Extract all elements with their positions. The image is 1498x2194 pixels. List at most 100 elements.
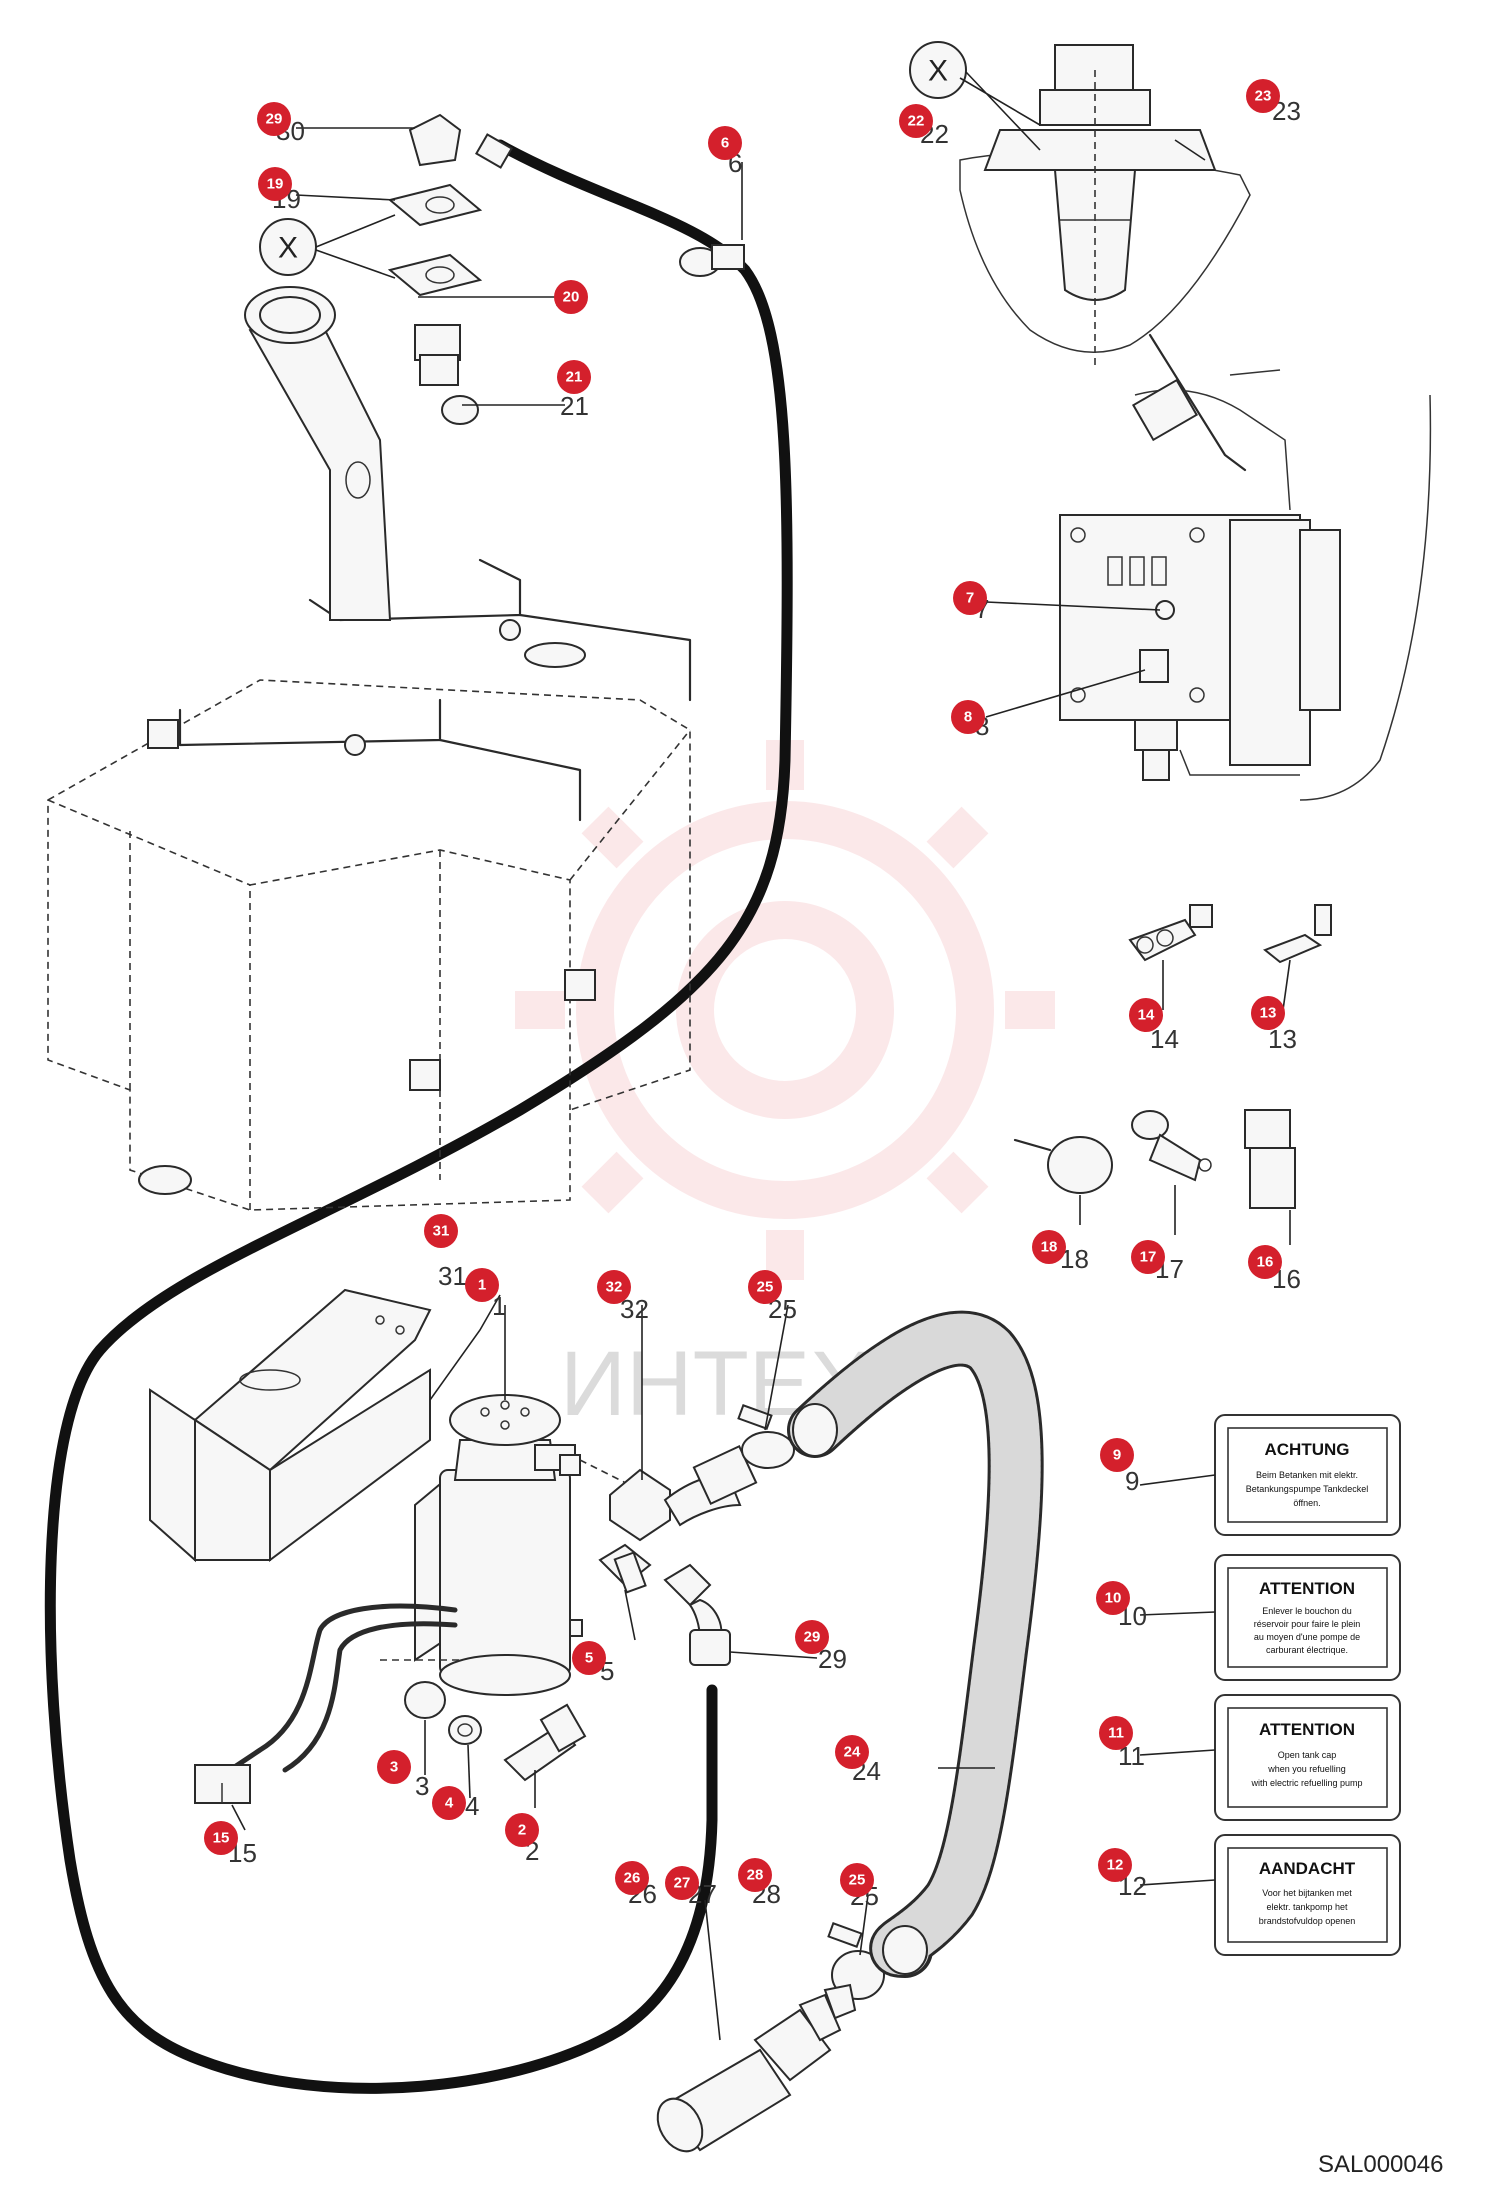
callout-32[interactable]: 32 <box>597 1270 631 1304</box>
suction-strainer <box>656 1983 857 2153</box>
svg-text:22: 22 <box>908 113 925 130</box>
warning-label-11: ATTENTION Open tank cap when you refuell… <box>1214 1694 1401 1821</box>
callout-8[interactable]: 8 <box>951 700 985 734</box>
callout-22[interactable]: 22 <box>899 104 933 138</box>
svg-text:28: 28 <box>747 1867 764 1884</box>
warning-label-9-line-1: Beim Betanken mit elektr. <box>1256 1470 1358 1480</box>
svg-text:29: 29 <box>266 111 283 128</box>
svg-text:3: 3 <box>390 1759 398 1776</box>
callout-9[interactable]: 9 <box>1100 1438 1134 1472</box>
callout-6[interactable]: 6 <box>708 126 742 160</box>
callout-18[interactable]: 18 <box>1032 1230 1066 1264</box>
leader-lines <box>231 127 1291 2041</box>
svg-text:32: 32 <box>606 1279 623 1296</box>
svg-text:19: 19 <box>267 176 284 193</box>
callout-11[interactable]: 11 <box>1099 1716 1133 1750</box>
callout-23[interactable]: 23 <box>1246 79 1280 113</box>
svg-text:6: 6 <box>721 135 729 152</box>
warning-label-10: ATTENTION Enlever le bouchon du réservoi… <box>1214 1554 1401 1681</box>
callout-2[interactable]: 2 <box>505 1813 539 1847</box>
fitting-stack <box>387 113 513 425</box>
callout-19[interactable]: 19 <box>258 167 292 201</box>
callout-13[interactable]: 13 <box>1251 996 1285 1030</box>
svg-text:2: 2 <box>518 1822 526 1839</box>
svg-text:26: 26 <box>624 1870 641 1887</box>
svg-text:20: 20 <box>563 289 580 306</box>
ref-number-9: 9 <box>1125 1466 1139 1496</box>
svg-text:25: 25 <box>757 1279 774 1296</box>
callout-31[interactable]: 31 <box>424 1214 458 1248</box>
callout-14[interactable]: 14 <box>1129 998 1163 1032</box>
callout-28[interactable]: 28 <box>738 1858 772 1892</box>
warning-label-10-line-1: Enlever le bouchon du <box>1262 1606 1352 1616</box>
sender-assembly <box>959 44 1251 472</box>
warning-label-9-line-2: Betankungspumpe Tankdeckel <box>1246 1484 1368 1494</box>
svg-text:9: 9 <box>1113 1447 1121 1464</box>
warning-label-9-title: ACHTUNG <box>1265 1440 1350 1459</box>
callout-4[interactable]: 4 <box>432 1786 466 1820</box>
warning-label-9: ACHTUNG Beim Betanken mit elektr. Betank… <box>1214 1414 1401 1536</box>
warning-label-12-line-1: Voor het bijtanken met <box>1262 1888 1352 1898</box>
svg-text:7: 7 <box>966 590 974 607</box>
warning-label-11-title: ATTENTION <box>1259 1720 1355 1739</box>
warning-label-10-line-3: au moyen d'une pompe de <box>1254 1632 1360 1642</box>
cable-accessories <box>1013 1109 1296 1209</box>
svg-text:17: 17 <box>1140 1249 1157 1266</box>
svg-text:15: 15 <box>213 1830 230 1847</box>
svg-text:12: 12 <box>1107 1857 1124 1874</box>
warning-label-12-line-3: brandstofvuldop openen <box>1259 1916 1356 1926</box>
svg-text:25: 25 <box>849 1872 866 1889</box>
warning-label-11-line-3: with electric refuelling pump <box>1250 1778 1362 1788</box>
callout-10[interactable]: 10 <box>1096 1581 1130 1615</box>
ref-number-31: 31 <box>438 1261 467 1291</box>
callout-30[interactable]: 29 <box>257 102 291 136</box>
callout-16[interactable]: 16 <box>1248 1245 1282 1279</box>
ref-number-1: 1 <box>492 1291 506 1321</box>
callout-3[interactable]: 3 <box>377 1750 411 1784</box>
callout-21[interactable]: 21 <box>557 360 591 394</box>
detail-marker-x-left: X <box>259 214 396 279</box>
wiring-harness <box>194 1603 458 1804</box>
warning-label-11-line-1: Open tank cap <box>1278 1750 1337 1760</box>
fuel-pump <box>414 1394 641 1696</box>
callout-24[interactable]: 24 <box>835 1735 869 1769</box>
callout-12[interactable]: 12 <box>1098 1848 1132 1882</box>
callout-26[interactable]: 26 <box>615 1861 649 1895</box>
warning-label-12-title: AANDACHT <box>1259 1859 1356 1878</box>
pump-fittings <box>598 1444 758 1666</box>
callout-1[interactable]: 1 <box>465 1268 499 1302</box>
callout-27[interactable]: 27 <box>665 1866 699 1900</box>
svg-text:1: 1 <box>478 1277 486 1294</box>
callout-25-upper[interactable]: 25 <box>748 1270 782 1304</box>
svg-text:31: 31 <box>433 1223 450 1240</box>
callout-7[interactable]: 7 <box>953 581 987 615</box>
svg-text:10: 10 <box>1105 1590 1122 1607</box>
svg-text:13: 13 <box>1260 1005 1277 1022</box>
warning-label-10-line-4: carburant électrique. <box>1266 1645 1348 1655</box>
callout-5[interactable]: 5 <box>572 1641 606 1675</box>
fuel-tank <box>47 558 692 1211</box>
callout-29[interactable]: 29 <box>795 1620 829 1654</box>
callout-25-lower[interactable]: 25 <box>840 1863 874 1897</box>
svg-text:14: 14 <box>1138 1007 1155 1024</box>
callout-17[interactable]: 17 <box>1131 1240 1165 1274</box>
hose-clamp-upper <box>737 1404 795 1469</box>
svg-text:27: 27 <box>674 1875 691 1892</box>
mounting-bracket <box>149 1288 432 1563</box>
ref-number-21: 21 <box>560 391 589 421</box>
callout-15[interactable]: 15 <box>204 1821 238 1855</box>
terminal-connectors <box>1128 904 1332 964</box>
hose-clip-6 <box>679 244 745 277</box>
warning-label-10-title: ATTENTION <box>1259 1579 1355 1598</box>
svg-text:X: X <box>928 55 948 88</box>
svg-text:8: 8 <box>964 709 972 726</box>
braided-hose <box>787 1310 1044 1978</box>
fuel-hose-6 <box>44 139 793 2094</box>
warning-label-10-line-2: réservoir pour faire le plein <box>1254 1619 1361 1629</box>
detail-marker-x-right: X <box>909 41 1041 151</box>
svg-text:5: 5 <box>585 1650 593 1667</box>
callout-20[interactable]: 20 <box>554 280 588 314</box>
svg-text:21: 21 <box>566 369 583 386</box>
pump-control-box <box>1059 369 1432 801</box>
ref-number-3: 3 <box>415 1771 429 1801</box>
